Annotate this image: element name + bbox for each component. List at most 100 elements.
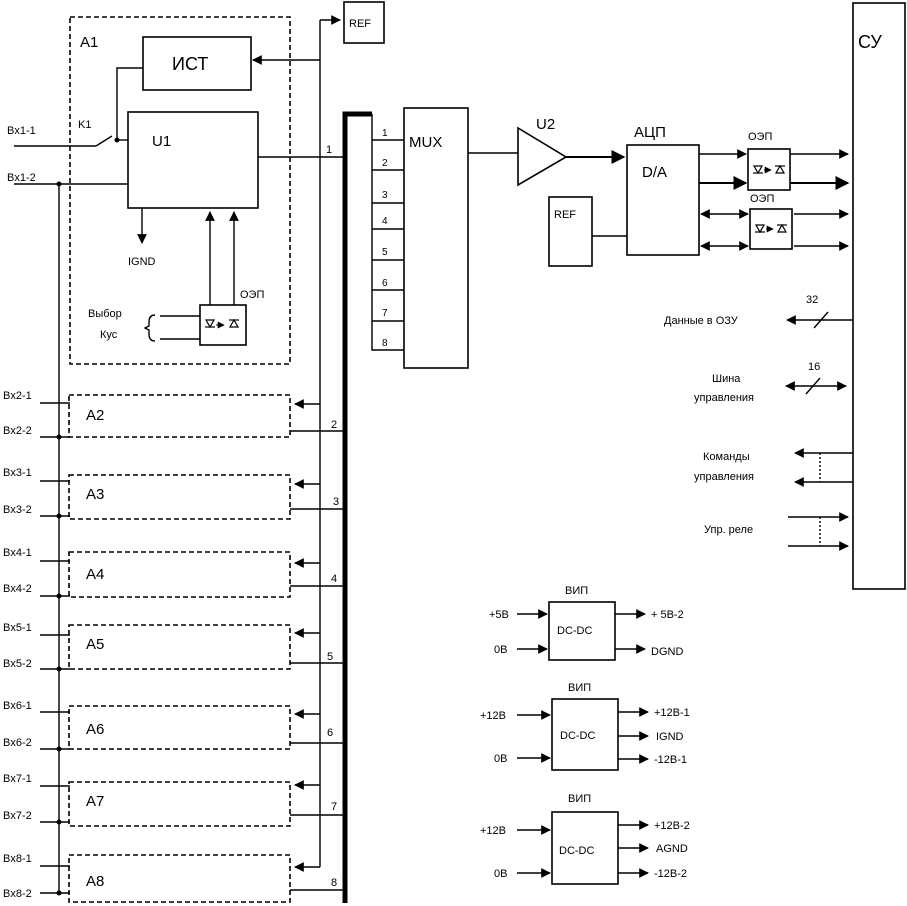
svg-text:3: 3 — [382, 190, 388, 201]
psu1-in1-label: +5B — [489, 609, 509, 621]
psu2-converter-label: DC-DC — [560, 730, 595, 742]
bus-2-label: 2 — [331, 419, 337, 431]
oep-lower-symbol — [754, 223, 788, 234]
a5-label: A5 — [86, 636, 104, 653]
bus-to-mux-lines — [371, 114, 404, 351]
a2-label: A2 — [86, 407, 104, 424]
power-supply-1: ВИП DC-DC +5B 0B + 5B-2 DGND — [489, 585, 684, 661]
gain-select-label-1: Выбор — [88, 308, 122, 320]
bus-3-label: 3 — [333, 496, 339, 508]
su-label: СУ — [858, 32, 882, 52]
a7-label: A7 — [86, 793, 104, 810]
channel-a7: A7 Bx7-1 Bx7-2 7 — [3, 773, 345, 827]
svg-text:1: 1 — [382, 128, 388, 139]
power-supply-3: ВИП DC-DC +12B 0B +12B-2 AGND -12B-2 — [480, 793, 690, 885]
channel-a8: A8 Bx8-1 Bx8-2 8 — [3, 853, 345, 903]
gain-select-brace — [143, 314, 156, 342]
mux-label: MUX — [409, 134, 442, 151]
psu1-out2-label: DGND — [651, 646, 683, 658]
ozu-data-label: Данные в ОЗУ — [664, 315, 739, 327]
ref-top-block — [343, 1, 385, 44]
psu3-in2-label: 0B — [494, 868, 507, 880]
control-bus-label-1: Шина — [712, 373, 741, 385]
input-bx1-2-label: Bx1-2 — [7, 172, 36, 184]
a2-block — [68, 394, 291, 438]
input-bx7-1-label: Bx7-1 — [3, 773, 32, 785]
adc-label: АЦП — [634, 124, 666, 141]
u2-amplifier — [517, 126, 568, 187]
svg-text:8: 8 — [382, 338, 388, 349]
u1-label: U1 — [152, 133, 171, 150]
adc-block — [626, 144, 700, 256]
ist-block — [142, 36, 252, 91]
ist-to-k1-line — [116, 67, 143, 138]
a4-block — [68, 551, 291, 598]
a1-block-frame — [69, 16, 291, 365]
psu3-in1-label: +12B — [480, 825, 506, 837]
channel-a3: A3 Bx3-1 Bx3-2 3 — [3, 467, 345, 520]
a3-label: A3 — [86, 486, 104, 503]
mux-block — [403, 107, 469, 369]
psu3-out1-label: +12B-2 — [654, 820, 690, 832]
control-bus-width: 16 — [808, 361, 820, 373]
u2-label: U2 — [536, 116, 555, 133]
psu3-out2-label: AGND — [656, 843, 688, 855]
a3-block — [68, 474, 291, 520]
channel-a2: A2 Bx2-1 Bx2-2 2 — [3, 390, 345, 440]
a1-label: A1 — [80, 34, 98, 51]
gain-select-label-2: Кус — [100, 329, 118, 341]
oep-upper-label: ОЭП — [748, 131, 772, 143]
bus-1-label: 1 — [326, 144, 332, 156]
k1-label: K1 — [78, 119, 91, 131]
psu2-converter — [551, 698, 619, 771]
psu2-in2-label: 0B — [494, 753, 507, 765]
su-block — [852, 2, 906, 590]
input-bx1-1-label: Bx1-1 — [7, 125, 36, 137]
input-bx2-1-label: Bx2-1 — [3, 390, 32, 402]
bus-7-label: 7 — [331, 801, 337, 813]
channel-a5: A5 Bx5-1 Bx5-2 5 — [3, 622, 345, 672]
ozu-bus-slash — [813, 311, 829, 329]
input-bx4-2-label: Bx4-2 — [3, 583, 32, 595]
power-supply-2: ВИП DC-DC +12B 0B +12B-1 IGND -12B-1 — [480, 682, 690, 771]
ist-label: ИСТ — [172, 54, 208, 74]
cmd-label-2: управления — [694, 471, 754, 483]
k1-switch — [95, 135, 113, 147]
ref-adc-block — [548, 196, 593, 267]
svg-text:2: 2 — [382, 158, 388, 169]
psu2-title: ВИП — [568, 682, 591, 694]
channel-a6: A6 Bx6-1 Bx6-2 6 — [3, 700, 345, 752]
u1-block — [127, 111, 259, 209]
ground-rail-node-1 — [56, 181, 62, 187]
input-bx6-2-label: Bx6-2 — [3, 737, 32, 749]
signal-bus — [342, 111, 372, 903]
psu1-title: ВИП — [565, 585, 588, 597]
psu2-out3-label: -12B-1 — [654, 754, 687, 766]
input-bx3-2-label: Bx3-2 — [3, 504, 32, 516]
input-bx5-1-label: Bx5-1 — [3, 622, 32, 634]
psu3-converter-label: DC-DC — [559, 845, 594, 857]
psu1-converter — [548, 601, 616, 661]
a6-block — [68, 705, 291, 750]
bus-6-label: 6 — [327, 727, 333, 739]
channel-a4: A4 Bx4-1 Bx4-2 4 — [3, 547, 345, 599]
input-bx4-1-label: Bx4-1 — [3, 547, 32, 559]
cmd-label-1: Команды — [703, 451, 750, 463]
relay-label: Упр. реле — [704, 524, 753, 536]
a7-block — [68, 781, 291, 827]
psu3-out3-label: -12B-2 — [654, 868, 687, 880]
svg-text:6: 6 — [382, 278, 388, 289]
input-bx8-2-label: Bx8-2 — [3, 888, 32, 900]
svg-text:5: 5 — [382, 247, 388, 258]
psu1-in2-label: 0B — [494, 644, 507, 656]
ignd-label: IGND — [128, 256, 156, 268]
psu2-out2-label: IGND — [656, 731, 684, 743]
adc-da-label: D/A — [642, 164, 667, 181]
bus-8-label: 8 — [331, 877, 337, 889]
ref-adc-label: REF — [554, 209, 576, 221]
a8-label: A8 — [86, 873, 104, 890]
oep-lower-label: ОЭП — [750, 193, 774, 205]
a1-oep-label: ОЭП — [240, 289, 264, 301]
input-bx6-1-label: Bx6-1 — [3, 700, 32, 712]
